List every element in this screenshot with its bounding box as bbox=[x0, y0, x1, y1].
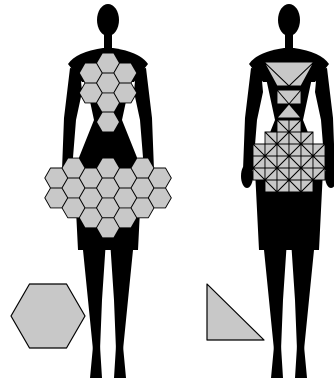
left-right-leg bbox=[110, 240, 134, 350]
left-right-arm bbox=[134, 68, 154, 170]
right-mannequin bbox=[241, 4, 334, 378]
left-left-foot bbox=[90, 346, 102, 378]
left-left-leg bbox=[82, 240, 106, 350]
tile-samples bbox=[11, 284, 264, 348]
left-right-foot bbox=[114, 346, 126, 378]
right-left-leg bbox=[263, 240, 287, 350]
right-right-leg bbox=[291, 240, 315, 350]
right-left-hand bbox=[241, 164, 253, 188]
right-right-foot bbox=[295, 346, 307, 378]
left-left-arm bbox=[62, 68, 82, 170]
right-head bbox=[278, 4, 300, 36]
left-head bbox=[97, 4, 119, 36]
right-left-foot bbox=[271, 346, 283, 378]
triangle-tile-sample bbox=[207, 284, 264, 340]
hexagon-tile-sample bbox=[11, 284, 85, 348]
